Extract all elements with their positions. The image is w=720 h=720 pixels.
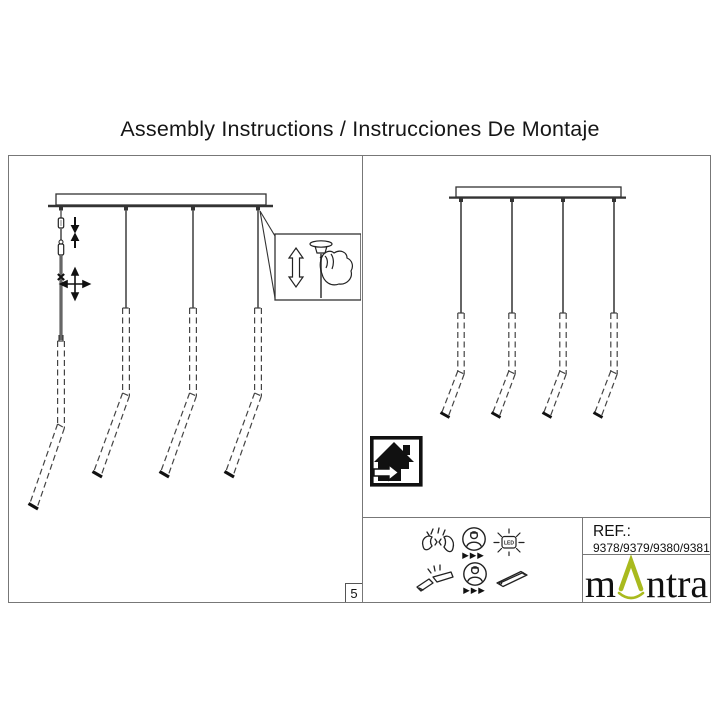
assembled-fixture-panel — [363, 156, 710, 518]
cable-connector — [57, 243, 65, 256]
brand-logo: m ntra — [584, 555, 709, 606]
page-number: 5 — [350, 585, 358, 601]
pendant-cable-1 — [57, 210, 65, 340]
height-adjust-inset — [274, 233, 361, 301]
service-icons-cell: ▶▶▶ LED — [363, 518, 583, 602]
page-title: Assembly Instructions / Instrucciones De… — [120, 117, 600, 141]
cable-attachments — [459, 198, 616, 202]
tube-tips — [439, 411, 604, 419]
brand-cell: m ntra — [583, 555, 710, 606]
service-person-icon — [462, 562, 487, 586]
ref-label: REF.: — [593, 523, 631, 540]
page-number-box: 5 — [345, 583, 362, 602]
brand-caret-icon — [617, 555, 645, 600]
right-panel: ▶▶▶ LED — [363, 156, 710, 606]
ceiling-canopy — [449, 186, 626, 199]
broken-bulb-icon — [421, 527, 454, 553]
up-arrow-icon — [70, 232, 80, 248]
tube-tips — [27, 470, 235, 511]
height-adjust-hand-icon — [319, 250, 353, 286]
pendant-tubes-dashed — [441, 312, 618, 417]
up-down-arrow-icon — [287, 246, 305, 289]
led-light-icon: LED — [492, 528, 525, 557]
service-icon-row-2: ▶▶▶ — [415, 561, 531, 595]
brand-letters-ntra: ntra — [645, 561, 709, 606]
pendant-cables — [460, 202, 615, 313]
four-way-arrow-icon — [58, 266, 92, 302]
ref-cell: REF.: 9378/9379/9380/9381 — [583, 518, 710, 555]
down-arrow-icon — [70, 217, 80, 234]
pendant-tubes-dashed — [29, 307, 262, 509]
footer-strip: ▶▶▶ LED — [363, 518, 710, 606]
led-driver-icon — [495, 570, 528, 587]
lock-node — [57, 273, 65, 281]
instruction-table: 5 — [8, 155, 711, 606]
ref-numbers: 9378/9379/9380/9381 — [593, 541, 710, 556]
left-panel-adjustment-diagram: 5 — [9, 156, 363, 602]
forward-arrows: ▶▶▶ — [462, 549, 485, 560]
service-person-icon — [461, 526, 486, 551]
service-icon-row-1: ▶▶▶ LED — [420, 526, 526, 560]
callout-lines — [259, 210, 276, 299]
cable-ring — [58, 239, 64, 245]
led-label: LED — [504, 541, 514, 547]
service-person-block: ▶▶▶ — [461, 526, 487, 560]
assembled-fixture-diagram — [369, 186, 626, 487]
pendant-cables — [125, 210, 259, 308]
ref-brand-cell: REF.: 9378/9379/9380/9381 m ntra — [583, 518, 710, 606]
service-person-block: ▶▶▶ — [462, 561, 488, 595]
cord-grip-flange — [309, 240, 333, 248]
cable-attachments — [59, 207, 260, 211]
forward-arrows: ▶▶▶ — [463, 585, 486, 595]
broken-strip-icon — [415, 564, 454, 592]
brand-letter-m: m — [584, 561, 616, 606]
ceiling-canopy — [48, 193, 273, 208]
adjustment-diagram — [27, 193, 361, 511]
indoor-use-house-icon — [369, 435, 423, 487]
